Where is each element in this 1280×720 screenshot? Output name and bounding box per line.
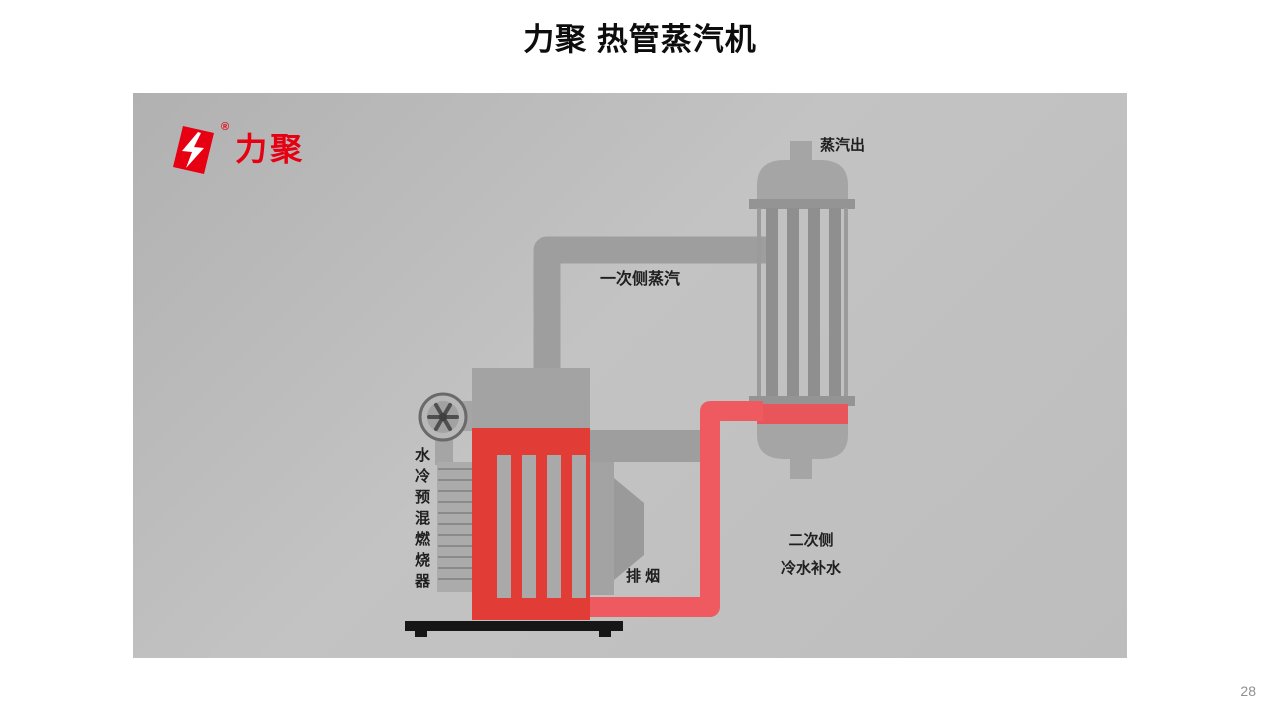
label-secondary-line2: 冷水补水 bbox=[780, 560, 841, 577]
label-primary-steam: 一次侧蒸汽 bbox=[600, 271, 681, 288]
secondary-water-pipe bbox=[586, 401, 763, 617]
registered-mark: ® bbox=[221, 121, 230, 133]
label-secondary-line1: 二次侧 bbox=[788, 532, 834, 549]
label-secondary-water: 二次侧 冷水补水 bbox=[761, 527, 861, 583]
page-number: 28 bbox=[1240, 683, 1256, 699]
base-stand bbox=[405, 621, 623, 637]
flue-duct bbox=[590, 430, 712, 462]
label-exhaust: 排 烟 bbox=[626, 568, 661, 585]
page-title: 力聚 热管蒸汽机 bbox=[523, 22, 757, 57]
logo-icon bbox=[173, 126, 214, 174]
diagram-panel: ® 力聚 bbox=[133, 93, 1127, 658]
exhaust-duct bbox=[590, 462, 644, 595]
primary-steam-pipe bbox=[533, 236, 778, 388]
diagram-canvas bbox=[405, 141, 855, 637]
boiler bbox=[472, 368, 590, 620]
brand-logo: ® 力聚 bbox=[169, 121, 306, 177]
logo-text: 力聚 bbox=[235, 131, 306, 167]
label-steam-out: 蒸汽出 bbox=[820, 137, 866, 154]
burner bbox=[435, 439, 473, 592]
label-burner: 水冷预混燃烧器 bbox=[414, 447, 430, 590]
heat-exchanger bbox=[749, 141, 855, 479]
